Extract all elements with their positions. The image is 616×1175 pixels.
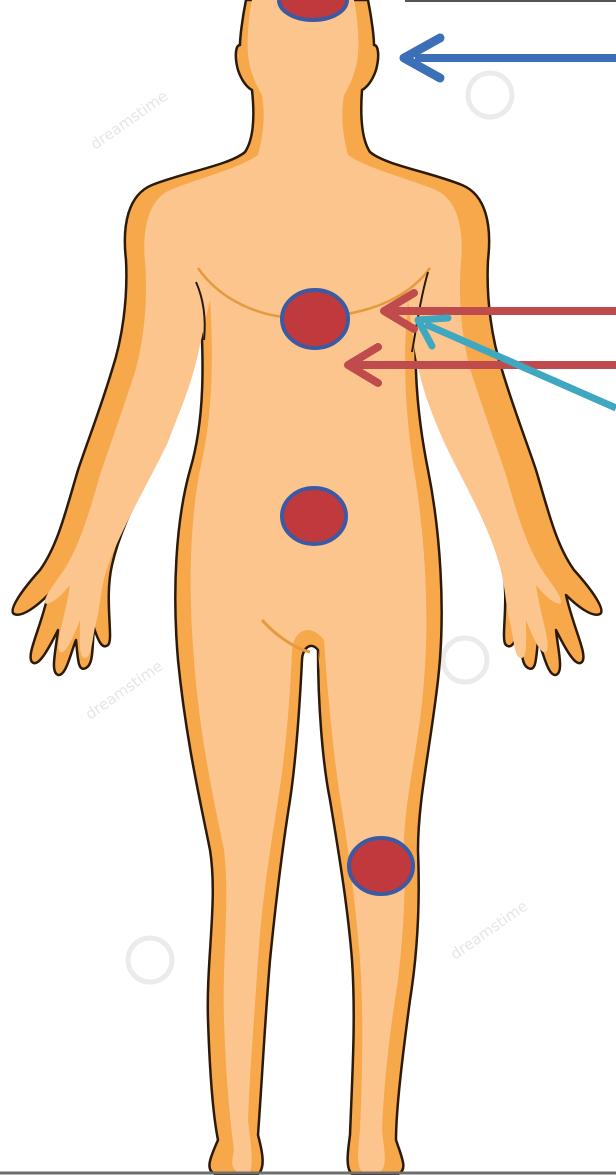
marker-chest	[282, 290, 348, 348]
marker-abdomen	[282, 488, 346, 544]
marker-knee	[349, 838, 413, 894]
